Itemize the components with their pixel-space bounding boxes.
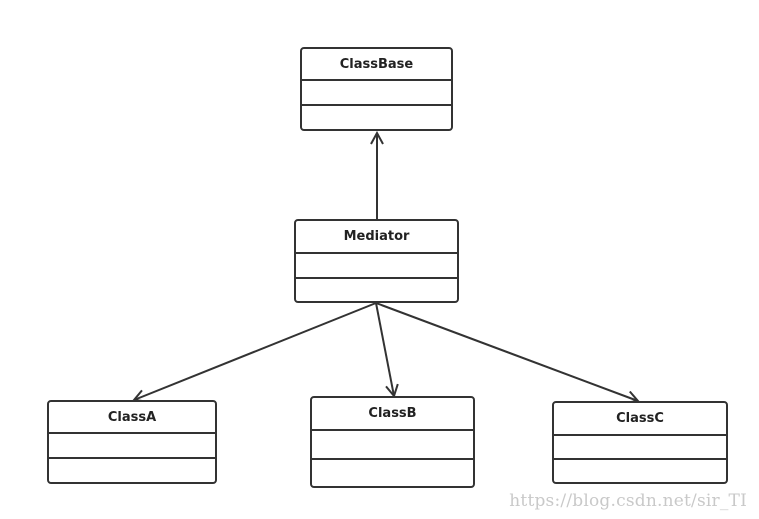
class-attributes	[302, 81, 451, 106]
class-name: ClassC	[554, 403, 726, 436]
class-attributes	[554, 436, 726, 460]
arrow-mediator-to-classc	[375, 302, 638, 401]
class-box-classa[interactable]: ClassA	[47, 400, 217, 484]
class-operations	[554, 460, 726, 482]
class-attributes	[296, 254, 457, 279]
class-name: ClassBase	[302, 49, 451, 81]
class-box-classc[interactable]: ClassC	[552, 401, 728, 484]
class-box-classb[interactable]: ClassB	[310, 396, 475, 488]
class-attributes	[49, 434, 215, 459]
arrow-mediator-to-classa	[134, 302, 377, 400]
class-name: Mediator	[296, 221, 457, 254]
watermark-url: https://blog.csdn.net/sir_TI	[509, 491, 747, 511]
class-box-classbase[interactable]: ClassBase	[300, 47, 453, 131]
class-name: ClassB	[312, 398, 473, 431]
class-operations	[296, 279, 457, 302]
class-operations	[312, 460, 473, 487]
class-operations	[49, 459, 215, 482]
class-box-mediator[interactable]: Mediator	[294, 219, 459, 303]
arrow-mediator-to-classb	[375, 302, 394, 396]
class-attributes	[312, 431, 473, 460]
class-operations	[302, 106, 451, 129]
class-name: ClassA	[49, 402, 215, 434]
